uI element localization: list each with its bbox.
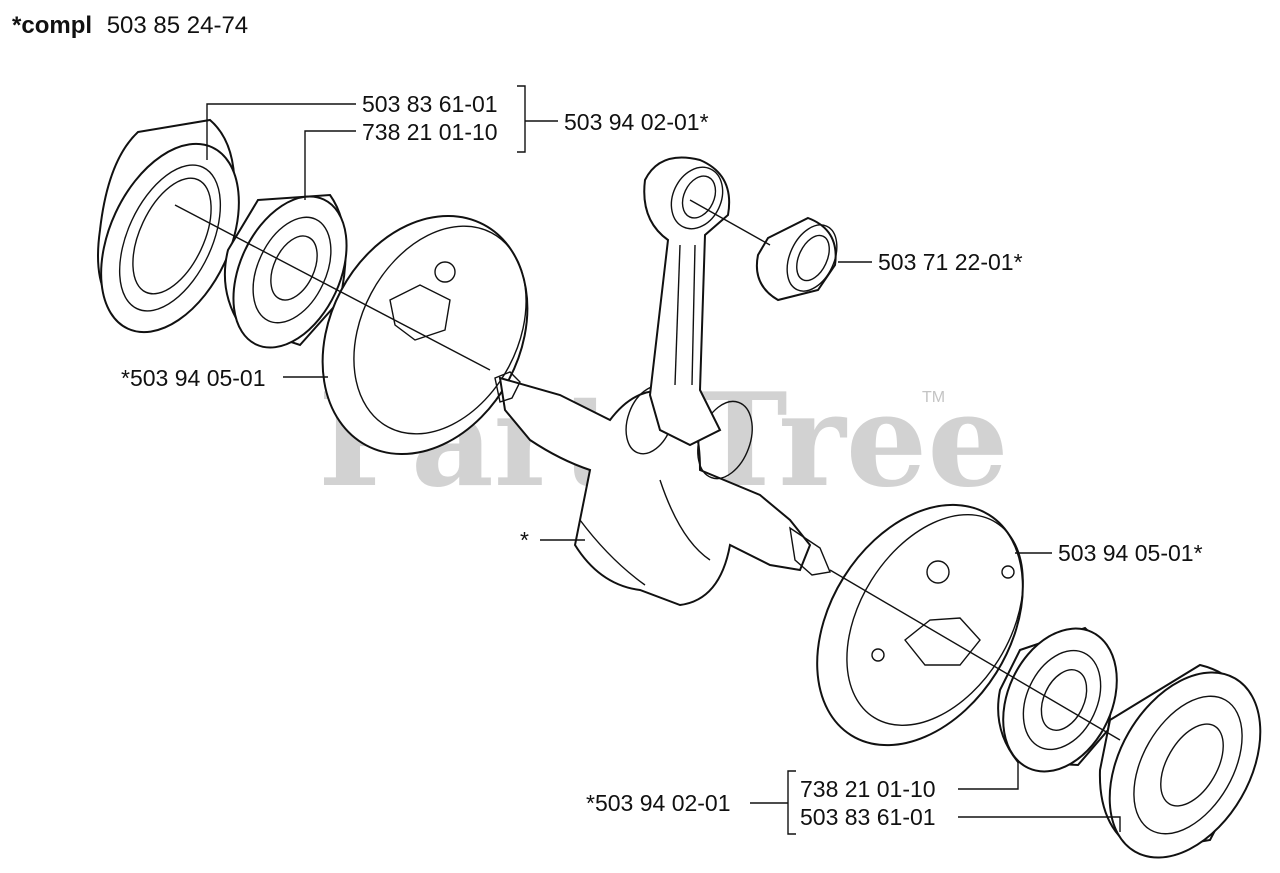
label-crankshaft: * [520, 527, 529, 553]
label-bearing-kit-top: 503 94 02-01* [564, 109, 709, 135]
label-bearing-ring-bottom: 503 83 61-01 [800, 804, 936, 830]
bearing-ring-top-drawing [97, 118, 240, 334]
leader-lines [174, 85, 1121, 835]
label-bearing-bottom: 738 21 01-10 [800, 776, 936, 802]
label-bearing-ring-top: 503 83 61-01 [362, 91, 498, 117]
title-prefix: *compl [12, 12, 92, 39]
label-bearing-kit-bottom: *503 94 02-01 [586, 790, 731, 816]
bearing-bottom-drawing [997, 626, 1118, 773]
diagram-title: *compl 503 85 24-74 [12, 12, 248, 39]
watermark-trademark: TM [922, 389, 945, 406]
label-crank-web-left: *503 94 05-01 [121, 365, 266, 391]
bearing-ring-bottom-drawing [1098, 663, 1262, 859]
label-crank-web-right: 503 94 05-01* [1058, 540, 1203, 566]
needle-bearing-drawing [756, 216, 838, 302]
label-needle-bearing: 503 71 22-01* [878, 249, 1023, 275]
label-bearing-top: 738 21 01-10 [362, 119, 498, 145]
title-number: 503 85 24-74 [107, 12, 248, 39]
connecting-rod-drawing [643, 156, 731, 447]
